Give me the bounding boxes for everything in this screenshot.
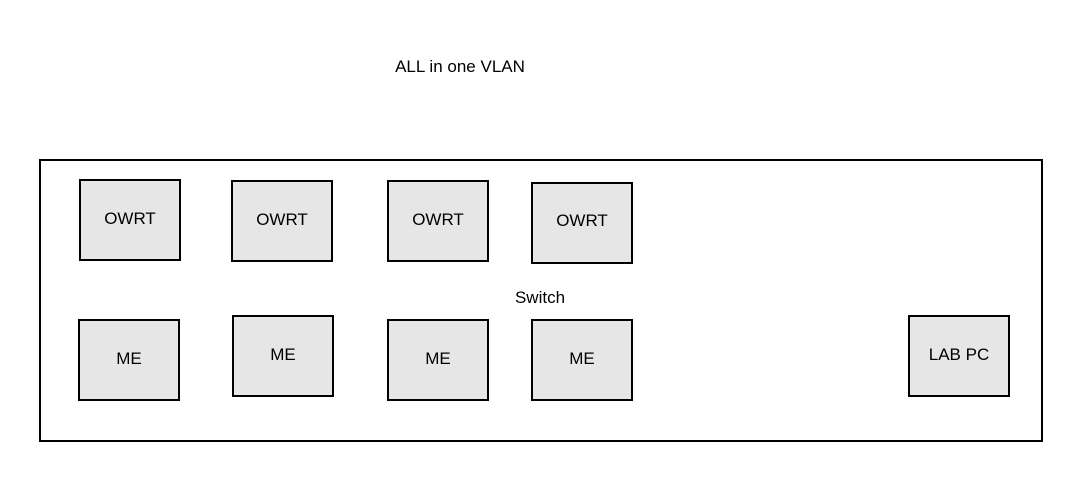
owrt-node: OWRT: [531, 182, 633, 264]
owrt-node: OWRT: [387, 180, 489, 262]
me-node: ME: [232, 315, 334, 397]
lab-pc-node-label: LAB PC: [928, 345, 990, 364]
me-node: ME: [78, 319, 180, 401]
owrt-node-label: OWRT: [104, 209, 156, 228]
owrt-node-label: OWRT: [256, 210, 308, 229]
switch-label: Switch: [514, 288, 566, 307]
me-node-label: ME: [569, 349, 595, 368]
owrt-node-label: OWRT: [412, 210, 464, 229]
lab-pc-node: LAB PC: [908, 315, 1010, 397]
diagram-title: ALL in one VLAN: [395, 57, 525, 76]
owrt-node: OWRT: [79, 179, 181, 261]
owrt-node-label: OWRT: [556, 211, 608, 230]
me-node-label: ME: [270, 345, 296, 364]
owrt-node: OWRT: [231, 180, 333, 262]
me-node: ME: [387, 319, 489, 401]
me-node-label: ME: [425, 349, 451, 368]
me-node: ME: [531, 319, 633, 401]
me-node-label: ME: [116, 349, 142, 368]
